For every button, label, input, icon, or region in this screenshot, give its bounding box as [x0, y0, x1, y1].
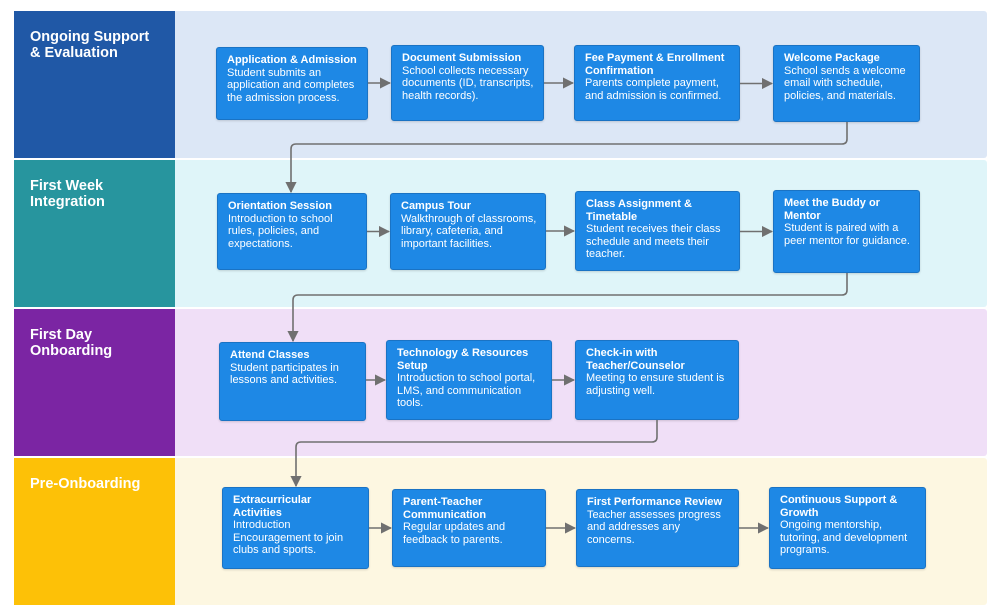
step-description-line: and admission is confirmed. — [585, 89, 722, 102]
step-description-line: clubs and sports. — [233, 544, 317, 557]
step-description-line: Student receives their class — [586, 223, 721, 236]
step-title-line: Confirmation — [585, 64, 654, 77]
step-description-line: LMS, and communication — [397, 384, 522, 397]
step-description-line: health records). — [402, 89, 479, 102]
step-description-line: expectations. — [228, 237, 293, 250]
step-description-line: documents (ID, transcripts, — [402, 77, 534, 90]
step-title-line: Fee Payment & Enrollment — [585, 52, 725, 64]
step-description-line: tools. — [397, 397, 424, 410]
step-title-line: Setup — [397, 359, 428, 372]
swimlane-label-line: First Week — [30, 178, 104, 194]
step-description-line: Walkthrough of classrooms, — [401, 212, 537, 225]
step-description-line: email with schedule, — [784, 77, 884, 90]
step-description-line: Student is paired with a — [784, 222, 899, 235]
step-title-line: Continuous Support & — [780, 494, 898, 506]
step-title-line: Timetable — [586, 210, 638, 223]
step-title-line: Campus Tour — [401, 200, 472, 212]
step-description-line: teacher. — [586, 248, 626, 261]
step-title-line: First Performance Review — [587, 496, 723, 508]
step-description-line: Parents complete payment, — [585, 77, 719, 90]
step-title-line: Activities — [233, 506, 282, 519]
step-description-line: Student participates in — [230, 361, 339, 374]
swimlane-label: Ongoing Support& Evaluation — [14, 11, 175, 158]
step-description-line: application and completes — [227, 79, 355, 92]
step-description-line: important facilities. — [401, 237, 493, 250]
step-description-line: schedule and meets their — [586, 235, 709, 248]
step-description-line: policies, and materials. — [784, 89, 896, 102]
step-title-line: Growth — [780, 506, 819, 519]
step-description-line: Teacher assesses progress — [587, 508, 721, 521]
swimlane-label-line: & Evaluation — [30, 45, 118, 61]
swimlane-label-line: Integration — [30, 194, 105, 210]
step-description-line: Regular updates and — [403, 521, 506, 534]
step-description-line: Introduction to school portal, — [397, 372, 536, 385]
step-title-line: Application & Admission — [227, 54, 357, 66]
step-title-line: Attend Classes — [230, 349, 310, 361]
swimlane-label-line: Onboarding — [30, 343, 113, 359]
step-title-line: Check-in with — [586, 347, 658, 359]
step-title-line: Mentor — [784, 209, 821, 222]
step-description-line: the admission process. — [227, 91, 340, 104]
step-description-line: lessons and activities. — [230, 374, 337, 387]
step-title-line: Class Assignment & — [586, 198, 692, 210]
step-description-line: rules, policies, and — [228, 225, 320, 238]
step-title-line: Meet the Buddy or — [784, 197, 880, 209]
step-title-line: Technology & Resources — [397, 347, 529, 359]
swimlane-label-line: Ongoing Support — [30, 29, 150, 45]
step-description-line: Ongoing mentorship, — [780, 519, 883, 532]
step-title-line: Parent-Teacher — [403, 496, 483, 508]
step-description-line: peer mentor for guidance. — [784, 234, 910, 247]
step-description-line: adjusting well. — [586, 384, 656, 397]
step-description-line: concerns. — [587, 533, 635, 546]
step-description-line: tutoring, and development — [780, 531, 908, 544]
step-description-line: Meeting to ensure student is — [586, 372, 725, 385]
step-title-line: Teacher/Counselor — [586, 359, 685, 372]
step-description-line: Introduction to school — [228, 212, 333, 225]
step-description-line: programs. — [780, 544, 830, 557]
step-title-line: Communication — [403, 508, 487, 521]
swimlane-label: Pre-Onboarding — [14, 458, 175, 605]
step-description-line: and addresses any — [587, 521, 680, 534]
step-description-line: Student submits an — [227, 66, 322, 79]
step-description-line: feedback to parents. — [403, 533, 503, 546]
step-description-line: Encouragement to join — [233, 531, 344, 544]
step-title-line: Document Submission — [402, 52, 522, 64]
step-description-line: School sends a welcome — [784, 64, 906, 77]
step-description-line: library, cafeteria, and — [401, 225, 503, 238]
step-title-line: Extracurricular — [233, 494, 312, 506]
swimlane-label-line: First Day — [30, 327, 93, 343]
step-description-line: Introduction — [233, 519, 291, 532]
step-title-line: Welcome Package — [784, 52, 880, 64]
step-title-line: Orientation Session — [228, 200, 332, 212]
swimlane-label-line: Pre-Onboarding — [30, 476, 141, 492]
step-description-line: School collects necessary — [402, 64, 529, 77]
